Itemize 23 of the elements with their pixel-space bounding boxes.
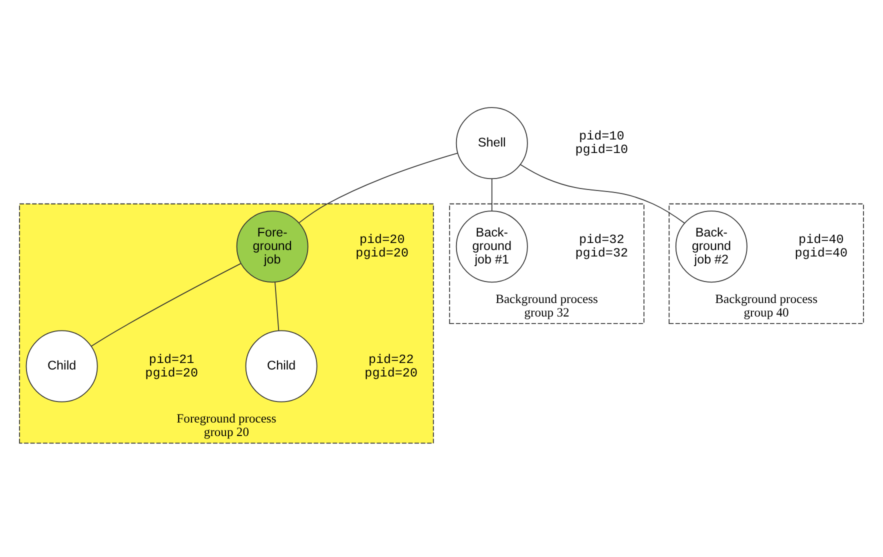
node-circle: Shell (456, 106, 528, 179)
node-circle: Fore- ground job (236, 210, 308, 282)
node-label: pgid=20 (364, 366, 418, 380)
node-label: pid=22 (368, 352, 414, 366)
node-label: pgid=20 (356, 246, 409, 260)
node-label: pgid=20 (145, 366, 198, 380)
node-label: pid=32 (579, 232, 624, 247)
node-circle: Child (245, 330, 318, 402)
connector (298, 152, 458, 223)
node-label: pid=10 (579, 129, 624, 144)
connector (520, 164, 685, 224)
node-circle: Child (26, 330, 98, 402)
node-label: pid=20 (359, 232, 405, 247)
node-label: pgid=32 (575, 246, 628, 260)
connector (274, 281, 280, 330)
connector (491, 178, 492, 211)
node-label: pgid=10 (575, 142, 628, 157)
node-label: pid=40 (798, 232, 844, 247)
node-label: pgid=40 (794, 246, 848, 260)
node-label: pid=21 (148, 352, 194, 366)
connector (91, 262, 242, 346)
node-circle: Back- ground job #2 (675, 210, 748, 282)
node-circle: Back- ground job #1 (456, 210, 528, 282)
